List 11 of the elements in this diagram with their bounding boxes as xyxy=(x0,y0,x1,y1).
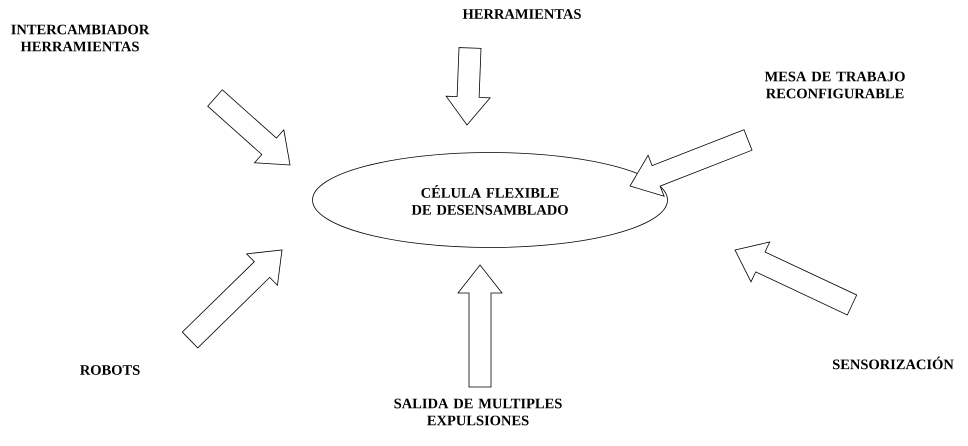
block-arrow xyxy=(182,250,282,348)
node-label: HERRAMIENTAS xyxy=(462,9,581,19)
node-label: INTERCAMBIADOR HERRAMIENTAS xyxy=(11,24,150,52)
node-label: SENSORIZACIÓN xyxy=(832,356,954,370)
block-arrow xyxy=(445,47,491,126)
block-arrow xyxy=(207,89,290,166)
node-label: MESA DE TRABAJO RECONFIGURABLE xyxy=(764,72,905,98)
node-label: ROBOTS xyxy=(80,365,140,375)
node-label: SALIDA DE MULTIPLES EXPULSIONES xyxy=(394,398,562,426)
block-arrow xyxy=(457,264,503,388)
ellipse-node: CÉLULA FLEXIBLE DE DESENSAMBLADO xyxy=(312,152,668,248)
